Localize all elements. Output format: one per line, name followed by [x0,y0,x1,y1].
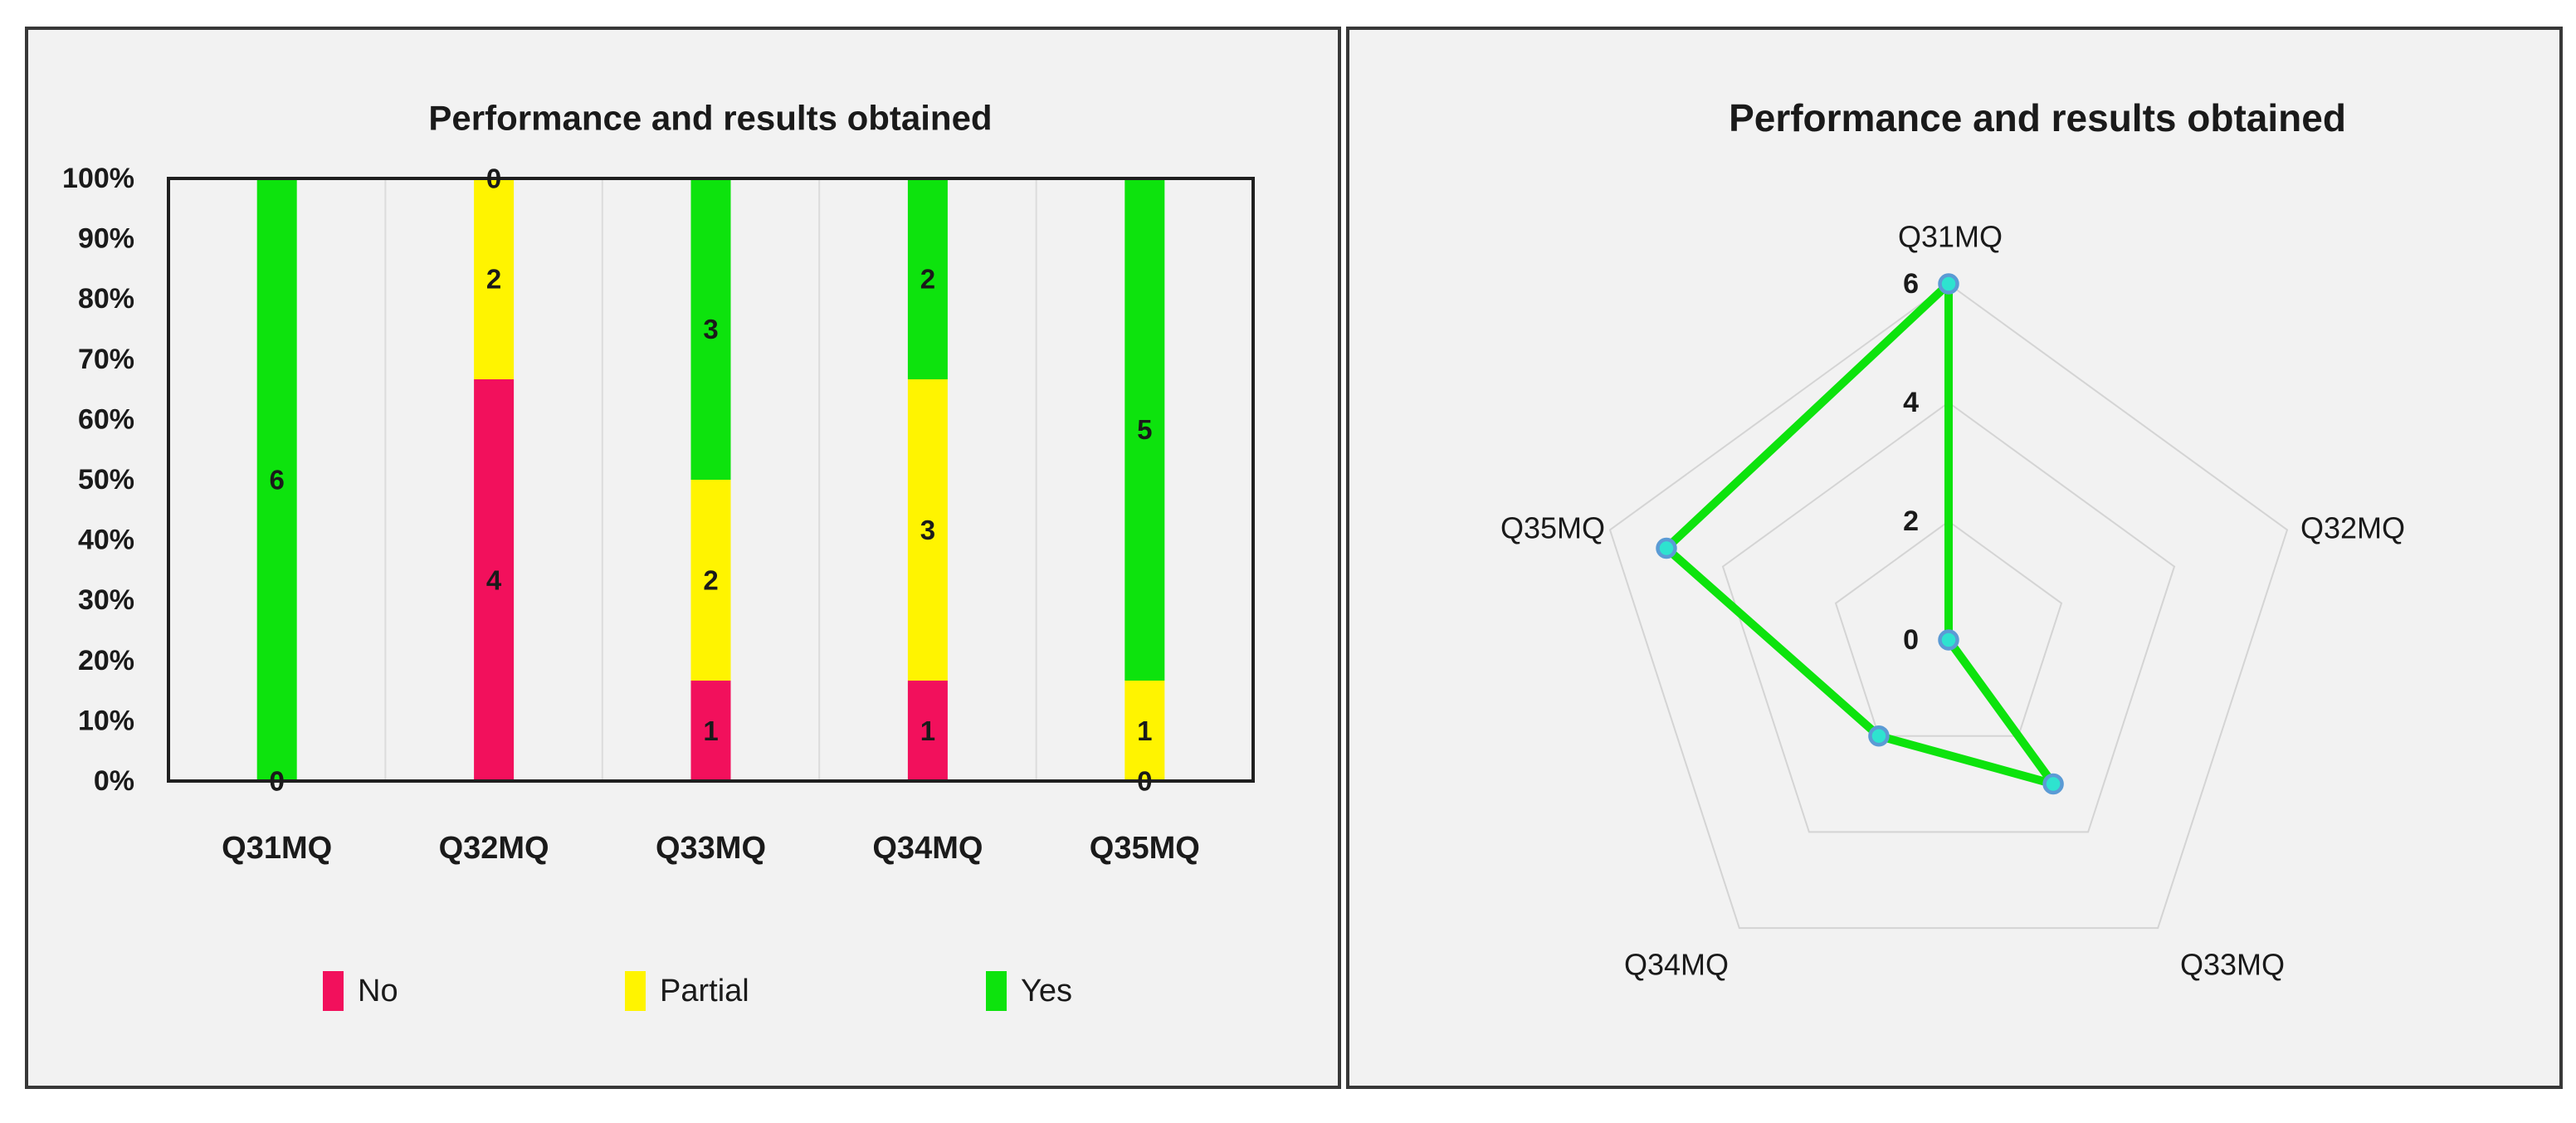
bar-value-label: 0 [1137,766,1152,797]
bar-chart-plot-border [167,177,1255,783]
bar-chart-bars [256,178,1165,781]
radar-chart: Performance and results obtained 6 4 2 0 Q3… [1500,96,2405,982]
radar-category-label: Q34MQ [1624,948,1729,982]
bar-value-label: 6 [270,465,285,496]
radar-axis-tick-label: 2 [1903,505,1919,537]
y-axis-tick-label: 50% [78,464,134,496]
y-axis-tick-label: 100% [62,163,134,194]
radar-ring-6 [1608,282,2289,930]
bar-segment-partial [474,178,515,379]
bar-segment-no [907,681,948,781]
bar-chart-x-axis: Q31MQ Q32MQ Q33MQ Q34MQ Q35MQ [222,831,1200,866]
y-axis-tick-label: 70% [78,344,134,375]
bar-chart-legend: No Partial Yes [323,971,1072,1011]
bar-value-label: 2 [486,264,501,295]
radar-category-label: Q35MQ [1500,511,1605,545]
legend-label-partial: Partial [660,974,749,1008]
bar-segment-partial [907,379,948,681]
bar-value-label: 5 [1137,414,1152,445]
plot-area-border [167,177,1255,783]
y-axis-tick-label: 80% [78,283,134,315]
bar-value-label: 1 [703,715,718,746]
radar-category-labels: Q31MQ Q32MQ Q33MQ Q34MQ Q35MQ [1500,220,2405,982]
bar-segment-partial [1125,681,1165,781]
bar-value-label: 3 [920,515,935,545]
x-axis-category-label: Q33MQ [656,831,766,866]
legend-swatch-yes [986,971,1007,1011]
stacked-bar-chart: Performance and results obtained 0 0 6 4 2 0 1… [62,99,1255,1011]
x-axis-category-label: Q32MQ [439,831,549,866]
bar-chart-y-axis: 0% 10% 20% 30% 40% 50% 60% 70% 80% 90% 100% [62,163,134,797]
radar-data-point [1938,629,1959,651]
bar-segment-yes [907,178,948,379]
radar-ring-2 [1834,520,2063,737]
bar-value-label: 2 [920,264,935,295]
radar-category-label: Q32MQ [2300,511,2405,545]
bar-segment-no [690,681,731,781]
y-axis-tick-label: 10% [78,705,134,736]
radar-axis-tick-label: 6 [1903,268,1919,300]
y-axis-tick-label: 20% [78,645,134,676]
radar-data-point [1656,537,1677,559]
radar-gridline-rings [1608,282,2289,930]
radar-ring-4 [1721,401,2176,833]
bar-value-label: 1 [1137,715,1152,746]
y-axis-tick-label: 0% [94,765,134,797]
radar-category-label: Q31MQ [1898,220,2003,254]
bar-value-label: 0 [486,164,501,194]
radar-chart-title: Performance and results obtained [1729,96,2346,139]
bar-chart-title: Performance and results obtained [428,99,992,138]
bar-value-label: 3 [703,314,718,344]
bar-segment-yes [256,178,297,781]
bar-value-label: 2 [703,565,718,596]
legend-swatch-partial [625,971,646,1011]
radar-axis-tick-label: 0 [1903,624,1919,656]
y-axis-tick-label: 30% [78,584,134,616]
y-axis-tick-label: 90% [78,223,134,255]
radar-category-label: Q33MQ [2180,948,2285,982]
radar-chart-panel: Performance and results obtained 6 4 2 0 Q3… [1346,27,2563,1089]
bar-segment-yes [690,178,731,480]
radar-data-series [1656,273,2064,795]
radar-data-point [1938,273,1959,295]
y-axis-tick-label: 40% [78,525,134,556]
x-axis-category-label: Q35MQ [1090,831,1200,866]
radar-axis-tick-label: 4 [1903,387,1919,418]
legend-label-no: No [358,974,398,1008]
bar-value-label: 1 [920,715,935,746]
bar-segment-no [474,379,515,781]
x-axis-category-label: Q34MQ [872,831,983,866]
radar-axis-ticks: 6 4 2 0 [1903,268,1919,656]
bar-value-label: 0 [270,766,285,797]
legend-label-yes: Yes [1021,974,1072,1008]
bar-segment-partial [690,480,731,681]
y-axis-tick-label: 60% [78,403,134,435]
radar-data-point [2042,773,2064,795]
stacked-bar-chart-panel: Performance and results obtained 0 0 6 4 2 0 1… [25,27,1341,1089]
radar-data-point [1868,725,1890,747]
radar-series-line [1662,280,2058,789]
x-axis-category-label: Q31MQ [222,831,332,866]
bar-value-label: 4 [486,565,502,596]
bar-segment-yes [1125,178,1165,681]
bar-chart-gridlines [384,178,1037,781]
bar-value-label: 0 [270,766,285,797]
legend-swatch-no [323,971,344,1011]
